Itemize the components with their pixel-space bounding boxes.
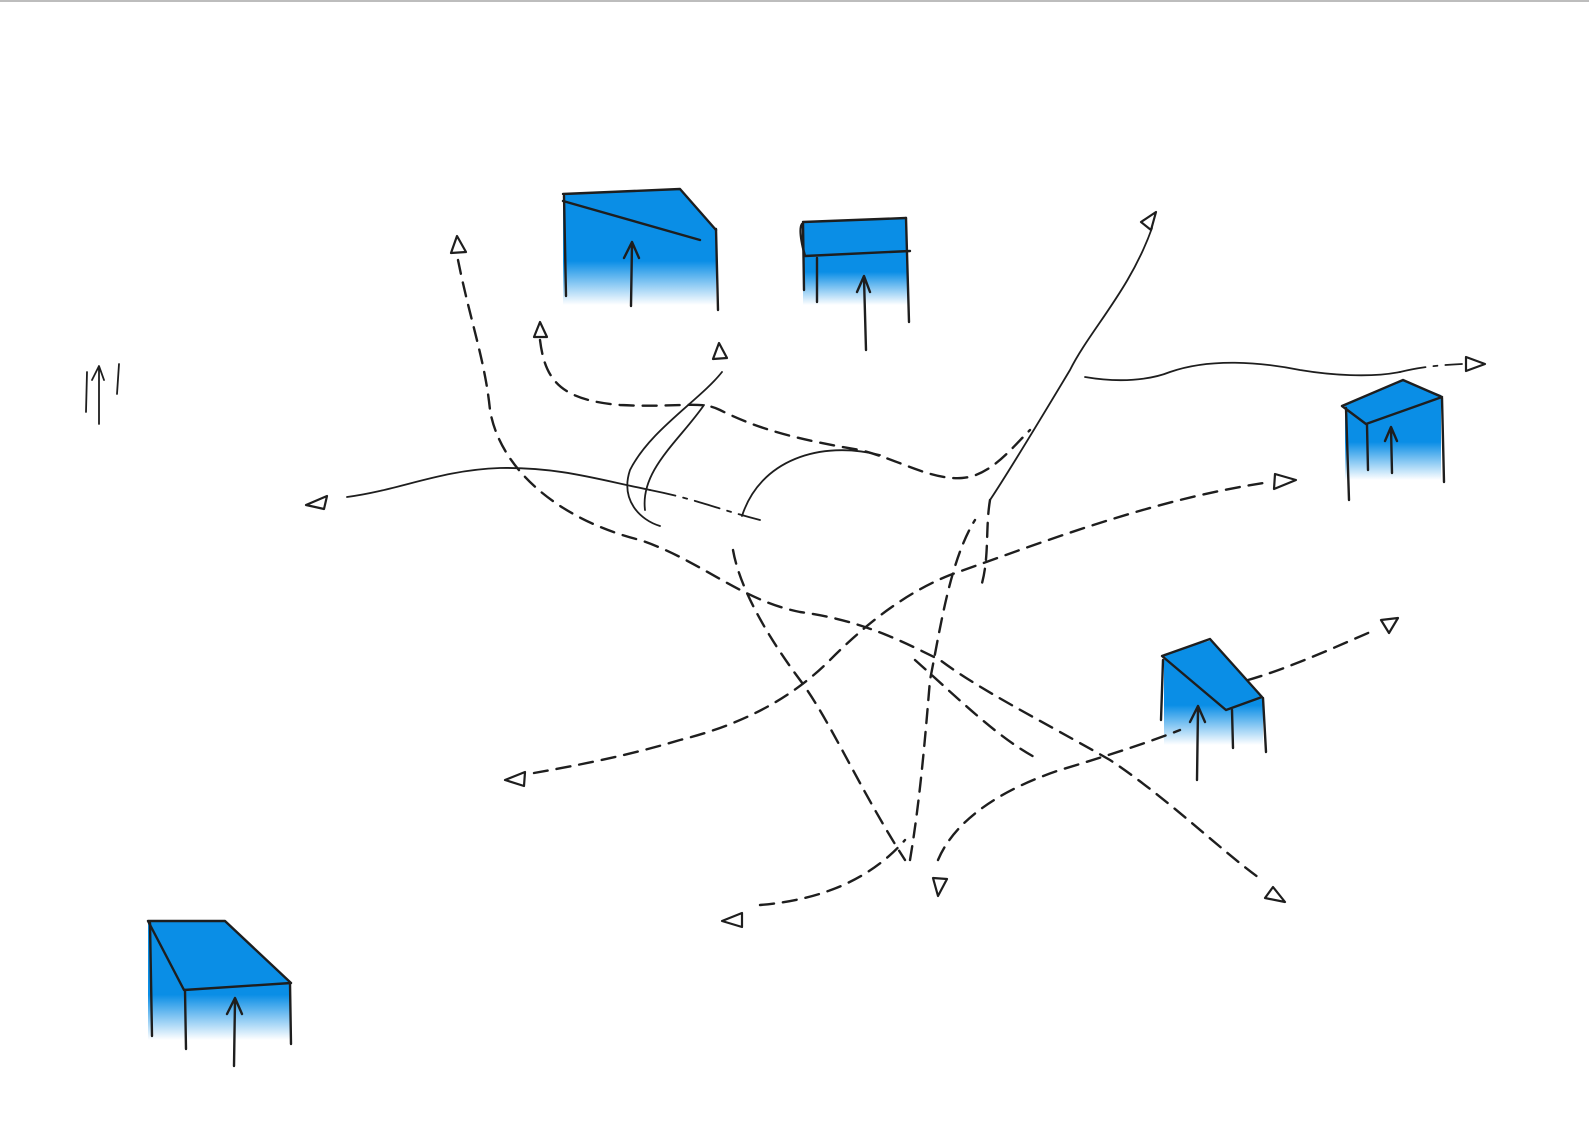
triangle-arrowhead-icon — [1272, 472, 1298, 491]
triangle-arrowhead-icon — [532, 320, 549, 339]
triangle-arrowhead-icon — [1263, 885, 1287, 904]
building-box-icon — [146, 919, 293, 1068]
building-box-icon — [1159, 637, 1268, 782]
building-box-icon — [1340, 378, 1446, 502]
building-box-icon — [561, 187, 720, 312]
triangle-arrowhead-icon — [503, 770, 527, 788]
triangle-arrowhead-icon — [1464, 355, 1487, 373]
triangle-arrowhead-icon — [1139, 210, 1158, 232]
triangle-arrowhead-icon — [931, 876, 949, 898]
triangle-arrowhead-icon — [711, 341, 729, 361]
scan-edge — [0, 0, 1589, 2]
triangle-arrowhead-icon — [1379, 616, 1400, 635]
triangle-arrowhead-icon — [720, 911, 744, 929]
triangle-arrowhead-icon — [304, 494, 329, 511]
north-arrow-icon — [85, 363, 120, 425]
triangle-arrowhead-icon — [449, 234, 468, 255]
building-box-icon — [799, 216, 912, 352]
path-network — [346, 227, 1463, 907]
